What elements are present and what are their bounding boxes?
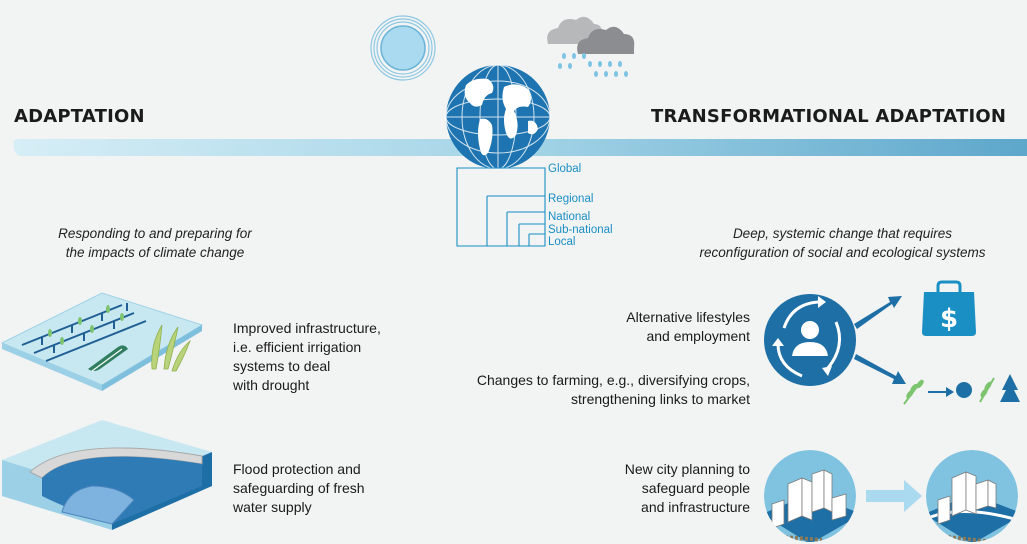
irrigation-description: Improved infrastructure, i.e. efficient …	[233, 320, 381, 393]
city-planning-description: New city planning to safeguard people an…	[624, 461, 750, 515]
city-after-icon	[926, 450, 1018, 542]
city-before-icon	[764, 450, 856, 542]
flood-protection-description: Flood protection and safeguarding of fre…	[233, 461, 365, 515]
scale-nesting-diagram	[456, 167, 546, 247]
crops-icon	[903, 374, 1020, 405]
money-bag-icon	[922, 280, 976, 336]
scale-label-subnational: Sub-national	[548, 224, 613, 236]
city-planning-illustration	[764, 450, 1018, 542]
globe-icon	[445, 64, 551, 170]
flood-protection-illustration	[2, 420, 212, 530]
adaptation-title: ADAPTATION	[14, 106, 145, 127]
scale-label-regional: Regional	[548, 193, 594, 205]
transition-arrow	[866, 480, 922, 512]
scale-label-local: Local	[548, 236, 576, 248]
adaptation-tagline: Responding to and preparing for the impa…	[58, 226, 252, 260]
scale-label-national: National	[548, 211, 591, 223]
alternative-lifestyles-description: Alternative lifestyles and employment	[626, 309, 750, 344]
money-symbol: $	[940, 304, 958, 334]
sun-icon	[370, 15, 436, 81]
transformational-tagline: Deep, systemic change that requires reco…	[699, 226, 986, 260]
transformational-adaptation-title: TRANSFORMATIONAL ADAPTATION	[651, 106, 1007, 127]
farming-changes-description: Changes to farming, e.g., diversifying c…	[476, 372, 750, 407]
scale-label-global: Global	[548, 163, 582, 175]
livelihood-transition-illustration: $	[764, 280, 1020, 405]
rain-cloud-icon	[547, 16, 635, 77]
irrigation-field-illustration	[0, 292, 204, 391]
